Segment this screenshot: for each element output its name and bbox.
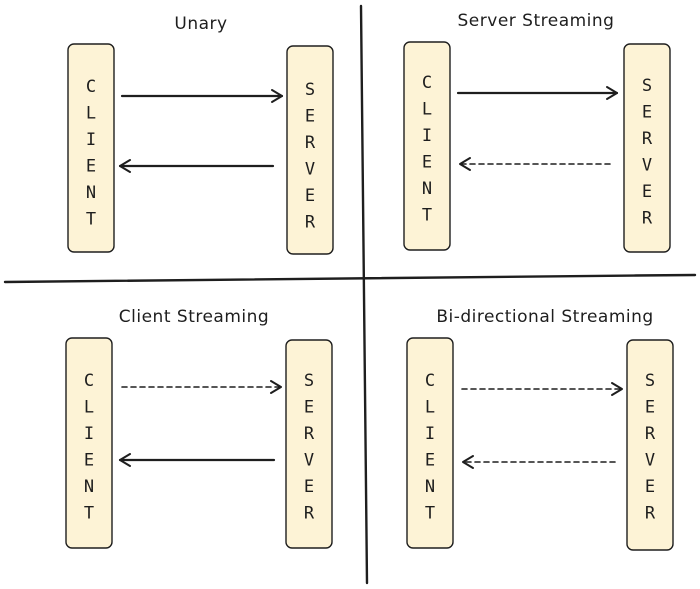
- arrowhead: [459, 157, 471, 171]
- response-arrow: [459, 157, 611, 171]
- panel-title: Client Streaming: [119, 307, 269, 327]
- arrowhead: [606, 86, 618, 100]
- vertical-divider: [359, 4, 369, 585]
- server-box: [623, 43, 671, 253]
- arrowhead: [462, 455, 474, 469]
- server-box: [285, 339, 333, 549]
- request-arrow: [120, 89, 284, 103]
- panel-title: Bi-directional Streaming: [436, 307, 653, 327]
- arrowhead: [271, 89, 283, 103]
- arrowhead: [611, 382, 623, 396]
- server-box: [626, 339, 674, 551]
- panel-title: Unary: [174, 14, 227, 34]
- request-arrow: [121, 380, 282, 394]
- response-arrow: [462, 455, 616, 469]
- client-box: [403, 41, 451, 251]
- request-arrow: [456, 86, 619, 100]
- response-arrow: [118, 453, 276, 467]
- horizontal-divider: [3, 273, 697, 284]
- response-arrow: [118, 159, 275, 173]
- client-box: [65, 337, 113, 549]
- request-arrow: [461, 382, 623, 396]
- arrowhead: [119, 159, 131, 173]
- arrowhead: [119, 453, 131, 467]
- arrowhead: [270, 380, 282, 394]
- panel-title: Server Streaming: [458, 11, 615, 31]
- client-box: [67, 43, 115, 253]
- server-box: [286, 45, 334, 255]
- client-box: [406, 337, 454, 549]
